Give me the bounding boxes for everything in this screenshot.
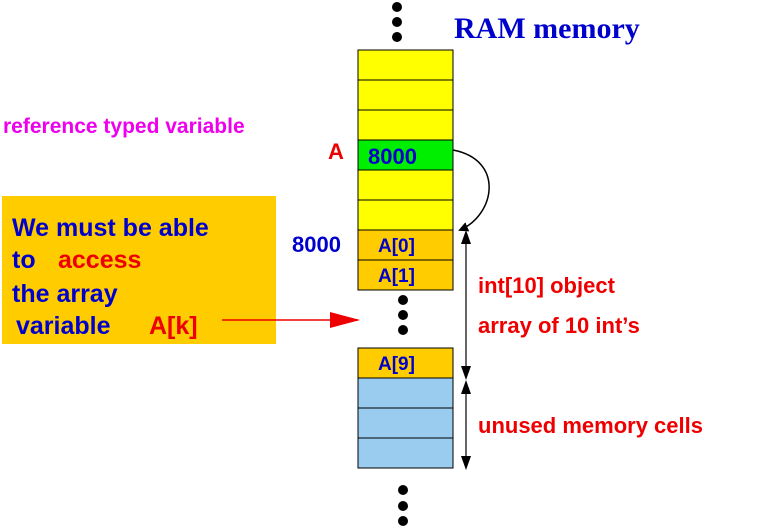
memory-cell: [357, 49, 454, 81]
note-box: We must be able to access the array vari…: [2, 196, 276, 344]
array-cells: A[0] A[1]: [357, 229, 454, 291]
unused-cells: [357, 377, 454, 469]
base-address: 8000: [292, 232, 341, 257]
object-range-arrow-icon: [461, 230, 471, 380]
note-line-2: to access: [12, 246, 141, 274]
note-line-2-prefix: to: [12, 246, 36, 274]
note-line-4-highlight: A[k]: [149, 312, 198, 340]
unused-cell: [357, 407, 454, 439]
array-cell-1-label: A[1]: [378, 266, 415, 287]
ellipsis-middle-icon: [398, 295, 408, 335]
ellipsis-bottom-icon: [398, 485, 408, 526]
array-cell-0: [357, 229, 454, 261]
array-cell-1: [357, 259, 454, 291]
diagram-title: RAM memory: [454, 12, 640, 45]
memory-cell: [357, 109, 454, 141]
object-sublabel: array of 10 int’s: [478, 313, 640, 338]
reference-cell: [357, 139, 454, 171]
memory-column-upper: 8000: [357, 49, 454, 231]
note-line-2-highlight: access: [58, 246, 141, 274]
memory-cell: [357, 199, 454, 231]
reference-value: 8000: [368, 144, 417, 169]
array-cell-0-label: A[0]: [378, 236, 415, 257]
unused-label: unused memory cells: [478, 413, 703, 438]
unused-cell: [357, 377, 454, 409]
memory-cell: [357, 79, 454, 111]
object-label: int[10] object: [478, 273, 616, 298]
note-line-4-prefix: variable: [16, 312, 111, 340]
note-line-1: We must be able: [12, 214, 209, 242]
unused-cell: [357, 437, 454, 469]
array-cell-9-label: A[9]: [378, 354, 415, 375]
array-cell-9: [357, 347, 454, 379]
variable-name: A: [328, 139, 344, 164]
memory-cell: [357, 169, 454, 201]
note-line-4: variable A[k]: [16, 312, 198, 340]
pointer-arrow-icon: [452, 149, 490, 232]
reference-label: reference typed variable: [3, 115, 245, 138]
note-line-3: the array: [12, 280, 118, 308]
ellipsis-top-icon: [392, 2, 402, 42]
unused-range-arrow-icon: [461, 380, 471, 470]
